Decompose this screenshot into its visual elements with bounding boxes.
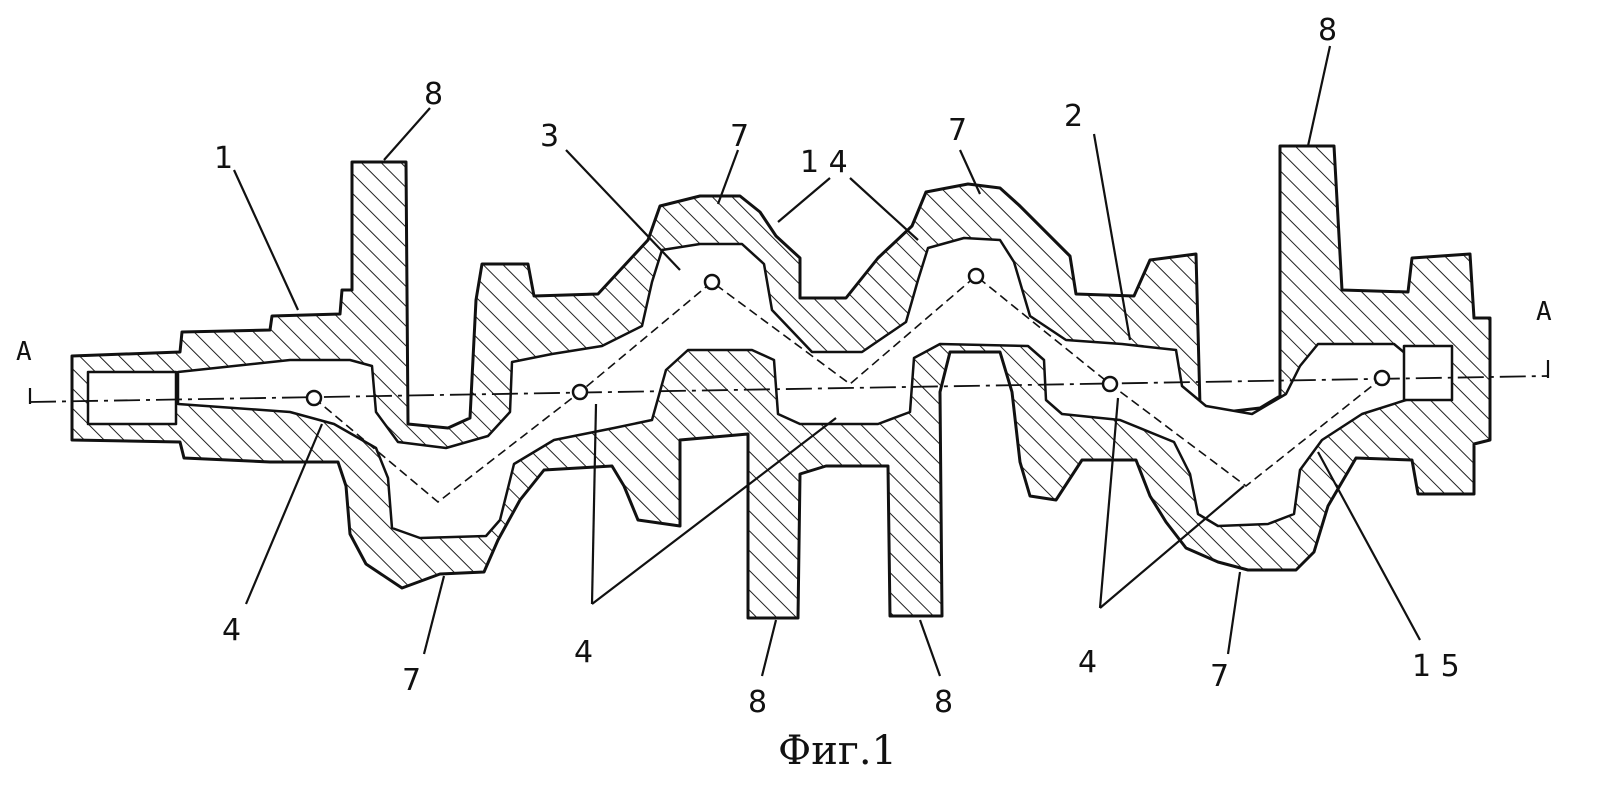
oil-hole: [1373, 369, 1391, 387]
leader-7a: [422, 575, 446, 655]
label-8-top-left: 8: [424, 77, 443, 112]
leader-7d: [1226, 571, 1242, 655]
leader-7b: [716, 149, 740, 205]
leader-1: [232, 169, 300, 311]
label-4-center: 4: [574, 635, 593, 670]
front-end-bore: [86, 370, 178, 426]
oil-hole: [703, 273, 721, 291]
leader-15: [1317, 451, 1421, 641]
oil-hole: [571, 383, 589, 401]
leader-8c: [918, 619, 942, 677]
label-1: 1: [214, 141, 233, 176]
label-7-bottom-right: 7: [1210, 659, 1229, 694]
label-4-right: 4: [1078, 645, 1097, 680]
leader-8d: [1306, 45, 1332, 147]
leader-4c2: [1099, 485, 1245, 609]
leader-8b: [760, 619, 778, 677]
leader-3: [565, 149, 681, 271]
leader-4c1: [1098, 397, 1120, 609]
label-15: 1 5: [1412, 649, 1460, 684]
leader-8a: [383, 107, 431, 161]
label-4-left: 4: [222, 613, 241, 648]
label-8-top-right: 8: [1318, 13, 1337, 48]
leader-14a: [777, 177, 831, 223]
oil-hole: [967, 267, 985, 285]
oil-hole: [305, 389, 323, 407]
label-3: 3: [540, 119, 559, 154]
label-7-top-right: 7: [948, 113, 967, 148]
oil-passage: [313, 274, 1383, 504]
label-7-top-left: 7: [730, 119, 749, 154]
flange-bore: [1402, 344, 1454, 402]
leader-4b1: [590, 403, 598, 605]
leader-14b: [849, 177, 919, 241]
label-8-bottom-right: 8: [934, 685, 953, 720]
leader-2: [1092, 133, 1132, 341]
label-14: 1 4: [800, 145, 848, 180]
section-mark-left: A: [16, 337, 32, 367]
oil-hole: [1101, 375, 1119, 393]
axis-line: [29, 375, 1549, 403]
leader-7c: [958, 149, 982, 195]
figure-caption: Фиг.1: [778, 728, 897, 774]
leader-4a: [244, 423, 324, 605]
label-8-bottom-left: 8: [748, 685, 767, 720]
label-2: 2: [1064, 99, 1083, 134]
section-mark-right: A: [1536, 297, 1552, 327]
label-7-bottom-left: 7: [402, 663, 421, 698]
leader-4b2: [591, 417, 837, 605]
